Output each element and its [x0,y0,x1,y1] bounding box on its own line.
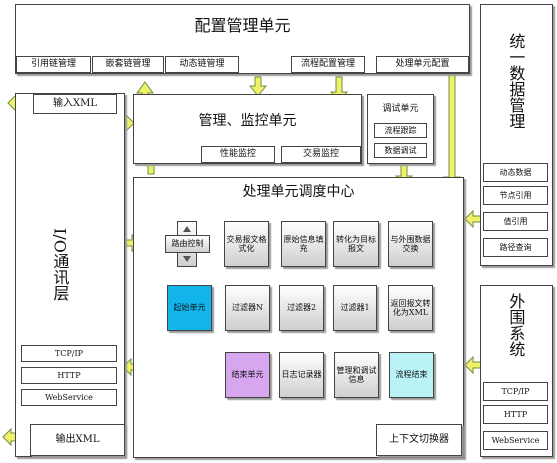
start-unit: 起始单元 [167,285,212,331]
data-debug: 数据调试 [374,143,427,158]
config-title: 配置管理单元 [194,16,291,35]
io-protocol-webservice: WebService [21,389,117,406]
flow-end: 流程结束 [389,352,434,398]
convert-return-to-xml: 返回报文转化为XML [388,285,433,331]
external-systems: 外围系统 [480,285,553,457]
routing-control: 路由控制 [165,235,210,253]
arrow-unified-to-dispatch [464,209,482,229]
config-tab-nested-chain: 嵌套链管理 [92,56,164,73]
filter-1: 过滤器1 [333,285,377,331]
config-tab-unit-config: 处理单元配置 [376,56,469,73]
arrow-external-to-dispatch [464,355,482,375]
value-reference: 值引用 [483,212,548,231]
external-protocol-tcpip: TCP/IP [483,382,548,401]
arrow-config-to-monitor [248,76,268,97]
convert-to-target: 转化为目标报文 [333,221,379,267]
config-tab-dynamic-chain: 动态链管理 [165,56,239,73]
transaction-monitor: 交易监控 [281,146,361,163]
end-unit: 结束单元 [225,352,270,398]
unified-title: 统一数据管理 [506,33,526,129]
exchange-external-data: 与外围数据交换 [388,221,433,267]
debug-title: 调试单元 [382,104,419,114]
management-debug-info: 管理和调试信息 [334,352,379,398]
monitor-title: 管理、监控单元 [198,113,297,129]
logger: 日志记录器 [279,352,324,398]
process-trace: 流程跟踪 [374,123,427,138]
node-reference: 节点引用 [483,186,548,205]
external-title: 外围系统 [506,293,526,357]
arrow-dispatch-to-monitor [141,154,161,175]
io-protocol-tcpip: TCP/IP [21,345,117,362]
config-tab-process-config: 流程配置管理 [291,56,365,73]
path-query: 路径查询 [483,238,548,257]
dispatch-title: 处理单元调度中心 [242,184,355,200]
filter-2: 过滤器2 [279,285,324,331]
external-protocol-http: HTTP [483,405,548,424]
output-xml: 输出XML [30,424,125,456]
fill-original-info: 原始信息填充 [281,221,326,267]
format-transaction-message: 交易报文格式化 [224,221,269,267]
context-switcher: 上下文切换器 [376,424,462,456]
external-protocol-webservice: WebService [483,431,548,450]
filter-n: 过滤器N [225,285,270,331]
dynamic-data: 动态数据 [483,163,548,182]
performance-monitor: 性能监控 [201,146,275,163]
config-tab-reference-chain: 引用链管理 [16,56,91,73]
io-protocol-http: HTTP [21,367,117,384]
input-xml: 输入XML [33,94,117,114]
io-title: I/O通讯层 [50,228,70,301]
